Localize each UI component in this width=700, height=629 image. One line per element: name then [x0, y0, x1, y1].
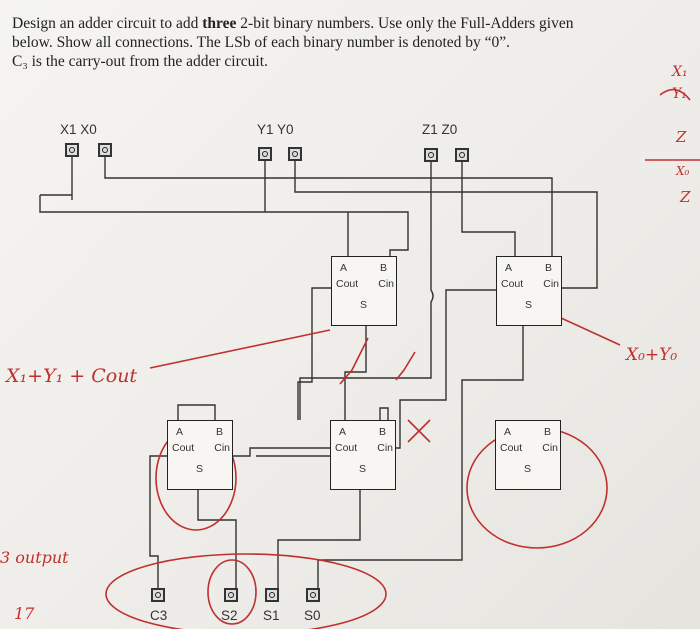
- full-adder-5: A B Cout Cin S: [495, 420, 561, 490]
- pen-circle-s2: [207, 559, 257, 625]
- margin-note-3: Z: [676, 128, 687, 146]
- full-adder-1: A B Cout Cin S: [331, 256, 397, 326]
- output-c3-label: C3: [150, 608, 168, 623]
- output-s1-indicator: [265, 588, 279, 602]
- fa3-pin-cout: Cout: [335, 442, 358, 454]
- fa3-pin-a: A: [339, 426, 347, 438]
- output-s0-indicator: [306, 588, 320, 602]
- output-s1-label: S1: [263, 608, 280, 623]
- switch-z0[interactable]: [455, 148, 469, 162]
- fa2-pin-s: S: [525, 299, 533, 311]
- switch-z1[interactable]: [424, 148, 438, 162]
- fa4-pin-cout: Cout: [172, 442, 195, 454]
- fa1-pin-cin: Cin: [378, 278, 394, 290]
- note-output-2: 17: [14, 604, 35, 623]
- pen-cross: [407, 419, 431, 443]
- fa2-pin-a: A: [505, 262, 513, 274]
- problem-line-3: C₃ is the carry-out from the adder circu…: [12, 53, 268, 70]
- y-inputs-label: Y1 Y0: [257, 122, 294, 137]
- fa4-pin-cin: Cin: [214, 442, 230, 454]
- problem-line-1-end: 2-bit binary numbers. Use only the Full-…: [236, 15, 574, 32]
- fa5-pin-cin: Cin: [542, 442, 558, 454]
- output-s2-indicator: [224, 588, 238, 602]
- fa5-pin-cout: Cout: [500, 442, 523, 454]
- problem-statement: Design an adder circuit to add three 2-b…: [12, 14, 700, 71]
- pen-circle-outputs: [105, 553, 387, 629]
- fa3-pin-s: S: [359, 463, 367, 475]
- fa4-pin-b: B: [215, 426, 223, 438]
- wire-z0: [461, 162, 516, 258]
- fa2-pin-cout: Cout: [501, 278, 524, 290]
- fa1-pin-a: A: [340, 262, 348, 274]
- switch-x1[interactable]: [65, 143, 79, 157]
- fa4-pin-a: A: [176, 426, 184, 438]
- wire-fa1-cout: [297, 287, 331, 420]
- wire-fa3-cout: [233, 447, 331, 457]
- note-output-1: 3 output: [0, 548, 69, 567]
- wire-fa4-cin: [256, 455, 341, 478]
- fa1-pin-b: B: [379, 262, 387, 274]
- wire-z1: [299, 162, 434, 420]
- z-inputs-label: Z1 Z0: [422, 122, 458, 137]
- wire-fa3-sum: [277, 488, 361, 588]
- pen-check-2: [395, 351, 416, 381]
- fa4-pin-s: S: [196, 463, 204, 475]
- x-inputs-label: X1 X0: [60, 122, 97, 137]
- pen-margin-arc: [659, 88, 691, 101]
- wire-fa2-cout: [393, 289, 496, 449]
- margin-note-5: Z: [680, 188, 691, 206]
- switch-y0[interactable]: [288, 147, 302, 161]
- note-x1-y1-cout: X₁+Y₁ + Cout: [6, 365, 138, 387]
- wire-y0: [294, 161, 598, 289]
- fa5-pin-a: A: [504, 426, 512, 438]
- wire-fa4-inputs: [177, 404, 216, 420]
- wire-x0: [104, 157, 553, 258]
- output-s0-label: S0: [304, 608, 321, 623]
- wire-fa2-sum: [317, 326, 524, 588]
- output-s2-label: S2: [221, 608, 238, 623]
- wire-fa4-sum: [197, 488, 237, 588]
- wire-fa4-cout: [149, 455, 168, 588]
- fa1-pin-s: S: [360, 299, 368, 311]
- fa1-pin-cout: Cout: [336, 278, 359, 290]
- fa3-pin-b: B: [378, 426, 386, 438]
- problem-line-1-bold: three: [202, 15, 237, 32]
- wire-x1y1-bus: [39, 195, 409, 258]
- margin-note-1: X₁: [672, 64, 688, 80]
- wire-fa3-b: [379, 407, 389, 420]
- fa5-pin-b: B: [543, 426, 551, 438]
- fa2-pin-b: B: [544, 262, 552, 274]
- switch-x0[interactable]: [98, 143, 112, 157]
- wire-fa1-sum: [344, 326, 367, 420]
- pen-check-1: [339, 337, 369, 385]
- fa5-pin-s: S: [524, 463, 532, 475]
- switch-y1[interactable]: [258, 147, 272, 161]
- margin-note-4: X₀: [676, 164, 690, 178]
- margin-note-2: Y₁: [672, 86, 687, 102]
- problem-line-2: below. Show all connections. The LSb of …: [12, 34, 511, 51]
- problem-line-1: Design an adder circuit to add three 2-b…: [12, 14, 700, 33]
- output-c3-indicator: [151, 588, 165, 602]
- pen-line-x1y1: [149, 329, 331, 369]
- full-adder-4: A B Cout Cin S: [167, 420, 233, 490]
- full-adder-2: A B Cout Cin S: [496, 256, 562, 326]
- note-x0-y0: X₀+Y₀: [626, 345, 678, 365]
- fa3-pin-cin: Cin: [377, 442, 393, 454]
- problem-line-1-start: Design an adder circuit to add: [12, 15, 203, 32]
- full-adder-3: A B Cout Cin S: [330, 420, 396, 490]
- fa2-pin-cin: Cin: [543, 278, 559, 290]
